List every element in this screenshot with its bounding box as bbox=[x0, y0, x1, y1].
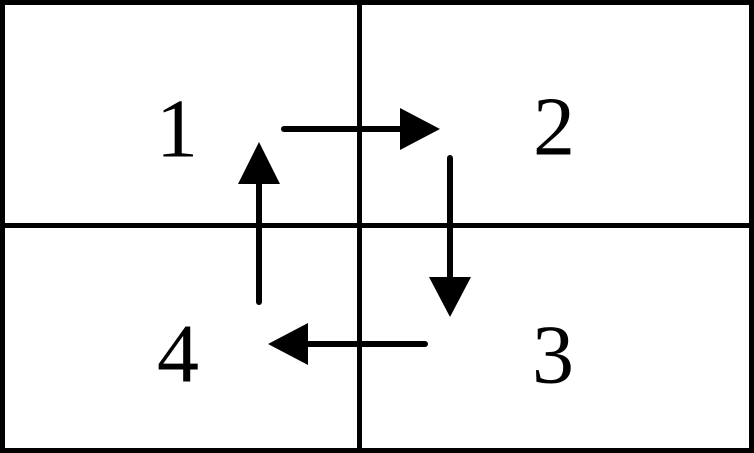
arrow-3-to-4 bbox=[268, 323, 428, 365]
arrow-2-to-3 bbox=[429, 155, 471, 317]
arrow-1-to-2 bbox=[281, 108, 440, 150]
quadrant-label-1: 1 bbox=[156, 82, 198, 176]
arrow-4-to-1 bbox=[238, 142, 280, 305]
quadrant-label-3: 3 bbox=[532, 308, 574, 402]
quadrant-label-2: 2 bbox=[533, 80, 575, 174]
quadrant-label-4: 4 bbox=[157, 307, 199, 401]
